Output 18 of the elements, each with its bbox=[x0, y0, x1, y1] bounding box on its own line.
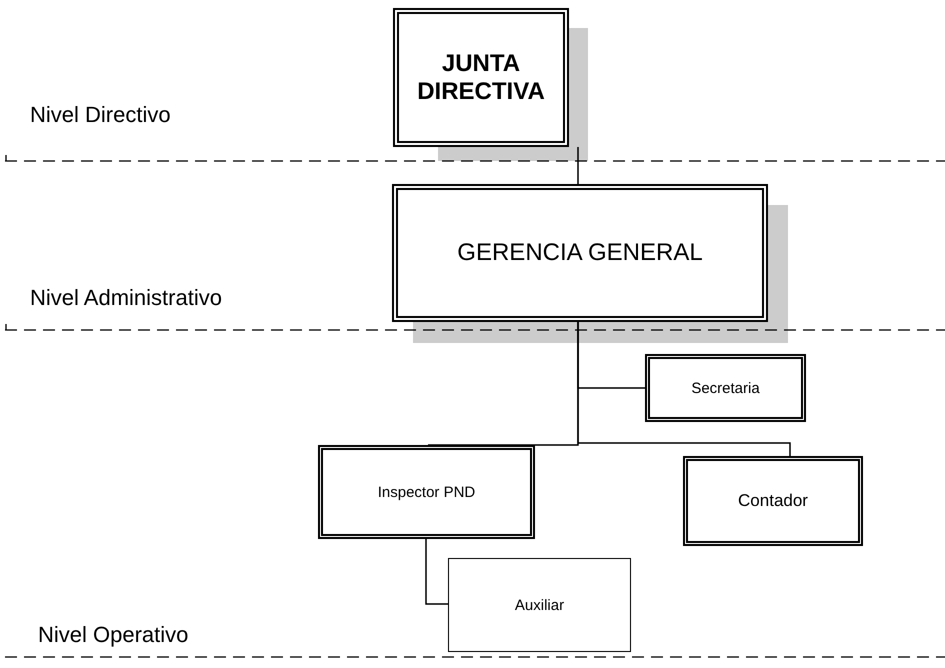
box-label: Secretaria bbox=[691, 380, 760, 396]
box-label: Contador bbox=[738, 491, 808, 511]
connector-line bbox=[425, 539, 448, 605]
org-box bbox=[392, 184, 768, 322]
org-box bbox=[645, 354, 806, 422]
box-label: GERENCIA GENERAL bbox=[457, 239, 703, 267]
org-box bbox=[393, 8, 569, 147]
org-box bbox=[683, 456, 863, 546]
connector-line bbox=[577, 147, 579, 184]
box-label: Inspector PND bbox=[378, 484, 476, 500]
org-box bbox=[448, 558, 631, 652]
connector-line bbox=[577, 322, 791, 456]
box-label: Auxiliar bbox=[514, 596, 564, 614]
org-box bbox=[318, 445, 535, 539]
level-label: Nivel Directivo bbox=[30, 102, 171, 128]
level-label: Nivel Operativo bbox=[38, 622, 188, 648]
level-label: Nivel Administrativo bbox=[30, 285, 222, 311]
box-label: JUNTA DIRECTIVA bbox=[416, 50, 546, 106]
